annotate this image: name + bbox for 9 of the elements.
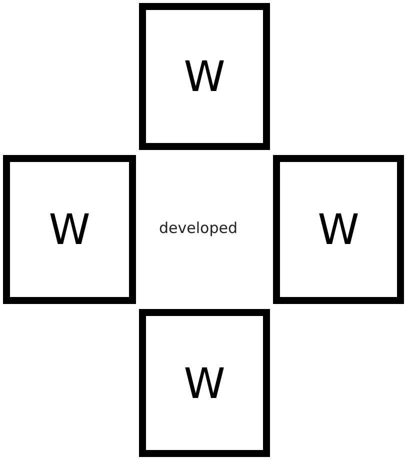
box-letter: W: [48, 205, 90, 254]
square-box: [139, 3, 270, 150]
square-box: [3, 155, 136, 304]
square-box: [139, 309, 270, 457]
box-letter: W: [184, 52, 226, 101]
center-text: developed: [159, 219, 238, 237]
box-letter: W: [184, 358, 226, 408]
box-letter: W: [318, 205, 360, 254]
square-box: [273, 155, 404, 304]
